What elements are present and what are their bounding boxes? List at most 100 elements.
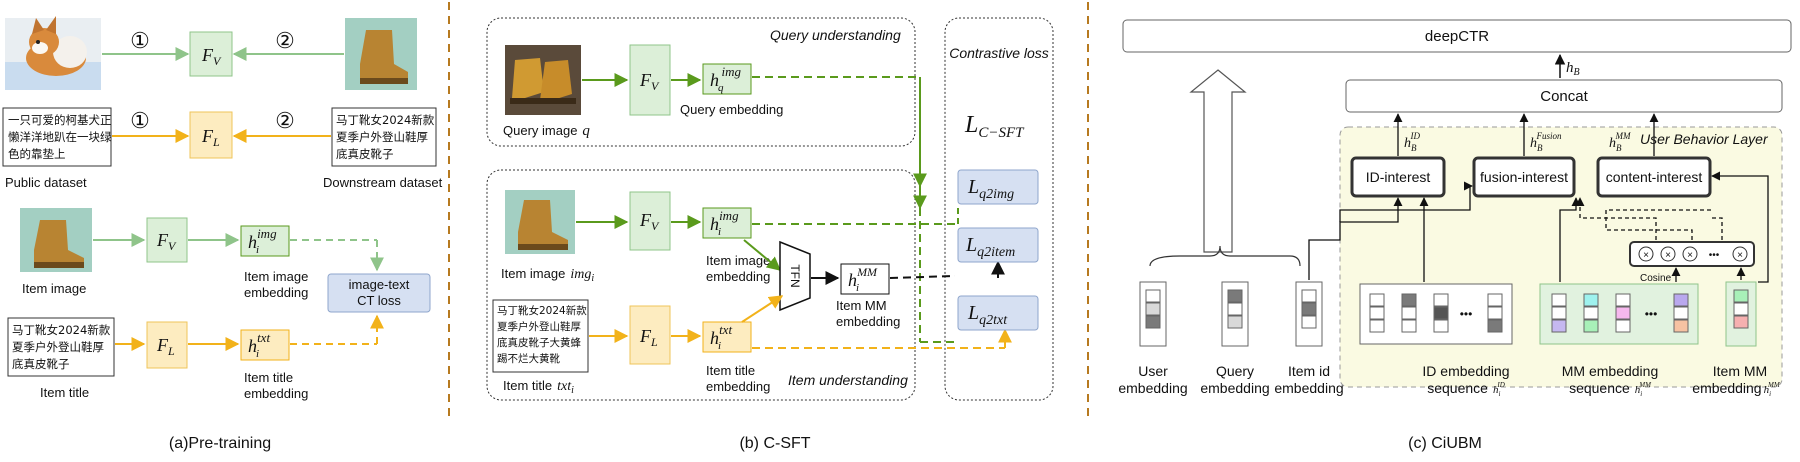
item-title-b-line-1: 马丁靴女2024新款 (497, 304, 587, 317)
deepctr-box (1122, 19, 1792, 53)
concat-box (1345, 79, 1783, 113)
fl-encoder-top (189, 111, 233, 159)
dashed-hmm-right (889, 275, 956, 279)
contrastive-loss-box (944, 17, 1054, 401)
hb-fusion-label: hBFusion (1530, 131, 1562, 153)
id-seq-dots: ••• (1460, 307, 1473, 321)
public-text-line-2: 懒洋洋地趴在一块绿 (8, 130, 112, 144)
cosine-label: Cosine (1640, 273, 1672, 284)
deepctr-label: deepCTR (1425, 28, 1489, 45)
svg-text:×: × (1737, 250, 1743, 261)
concat-label: Concat (1540, 88, 1588, 105)
hmm-box (840, 263, 890, 295)
query-embedding-c-1: Query (1216, 363, 1254, 379)
item-mm-emb-1: Item MM (836, 298, 887, 313)
item-title-embedding-2: embedding (244, 386, 308, 401)
fv-encoder-top (189, 31, 233, 77)
fl-encoder-bottom (146, 321, 188, 369)
svg-text:×: × (1643, 250, 1649, 261)
brace (1149, 245, 1301, 267)
item-title-line-2: 夏季户外登山鞋厚 (12, 340, 104, 354)
item-title-emb-b-2: embedding (706, 379, 770, 394)
fv-encoder-bottom (146, 217, 188, 263)
item-image-label: Item image (22, 281, 86, 296)
user-embedding-2: embedding (1118, 380, 1187, 396)
item-title-label: Item title (40, 385, 89, 400)
arrow-itemmm-to-content (1711, 171, 1769, 283)
ct-loss-line-2: CT loss (357, 293, 401, 308)
hb-label: hB (1566, 60, 1580, 78)
mm-seq-label-1: MM embedding (1562, 363, 1659, 379)
item-boot-photo (505, 190, 575, 254)
content-interest-box (1596, 156, 1712, 198)
item-title-line-1: 马丁靴女2024新款 (12, 323, 111, 337)
loss-q2img-label: Lq2img (967, 176, 1014, 202)
svg-text:×: × (1665, 250, 1671, 261)
loss-c-sft: LC−SFT (964, 112, 1025, 141)
fv-query-label: FV (639, 70, 660, 93)
arrow-itemid-to-id-interest (1308, 197, 1403, 280)
caption-b: (b) C-SFT (739, 435, 810, 452)
hq-label: hqimg (710, 64, 742, 94)
himg-box-b (702, 207, 752, 239)
hb-id-label: hBID (1404, 131, 1420, 153)
item-mm-emb-2: embedding (836, 314, 900, 329)
loss-q2item-box (957, 227, 1039, 263)
public-text-line-1: 一只可爱的柯基犬正 (8, 113, 112, 127)
content-interest-label: content-interest (1606, 169, 1703, 185)
arrow-himg-to-tfn (743, 239, 782, 271)
fv-top-label: FV (201, 45, 222, 68)
h-img-box (240, 225, 290, 257)
downstream-text-box (331, 107, 437, 167)
tfn-label: TFN (788, 264, 802, 287)
item-image-embedding-2: embedding (244, 285, 308, 300)
item-understanding-label: Item understanding (788, 372, 908, 388)
user-embedding-group (1139, 281, 1167, 347)
query-boot-photo (505, 45, 581, 115)
id-interest-box (1350, 156, 1446, 198)
panel-a: ① ② FV 一只可爱的柯基犬正 懒洋洋地趴在一块绿 色的靠垫上 马丁靴女202… (2, 16, 443, 452)
mm-seq-dots: ••• (1645, 307, 1658, 321)
downstream-text-line-3: 底真皮靴子 (336, 147, 394, 161)
fv-bottom-label: FV (156, 230, 177, 253)
arrow-itemid-to-fusion (1339, 181, 1473, 222)
panel-c: deepCTR hB Concat User Behavior Layer ID… (1118, 19, 1792, 452)
h-txt-label: hitxt (248, 330, 270, 360)
htxt-label-b: hitxt (710, 322, 732, 352)
mm-sequence-cells (1551, 293, 1689, 333)
step1-bottom: ① (130, 108, 150, 133)
item-title-b-line-3: 底真皮靴子大黄蜂 (497, 336, 581, 349)
fv-item-label: FV (639, 210, 660, 233)
item-id-embedding-group (1295, 281, 1323, 347)
item-title-box (7, 317, 115, 377)
boot-photo-item (20, 208, 92, 272)
query-embedding-group (1221, 281, 1249, 347)
fusion-interest-label: fusion-interest (1480, 169, 1568, 185)
fusion-interest-box (1472, 156, 1576, 198)
item-title-line-3: 底真皮靴子 (12, 357, 70, 371)
cosine-ops: × × × × (1638, 246, 1748, 262)
user-embedding-1: User (1138, 363, 1168, 379)
corgi-photo (5, 16, 101, 90)
loss-q2img-box (957, 169, 1039, 205)
tfn-block (779, 240, 811, 312)
hmm-label: hiMM (848, 265, 878, 294)
item-id-embedding-1: Item id (1288, 363, 1330, 379)
big-up-arrow (1189, 69, 1247, 253)
item-title-emb-b-1: Item title (706, 363, 755, 378)
downstream-text-line-2: 夏季户外登山鞋厚 (336, 130, 428, 144)
item-title-b-line-4: 踢不烂大黄靴 (497, 352, 560, 365)
query-understanding-box (486, 17, 916, 147)
contrastive-loss-label: Contrastive loss (949, 45, 1049, 61)
loss-q2txt-label: Lq2txt (967, 302, 1008, 328)
cosine-dots: ••• (1709, 250, 1720, 261)
boot-photo-downstream (345, 18, 417, 90)
loss-q2item-label: Lq2item (965, 234, 1015, 260)
